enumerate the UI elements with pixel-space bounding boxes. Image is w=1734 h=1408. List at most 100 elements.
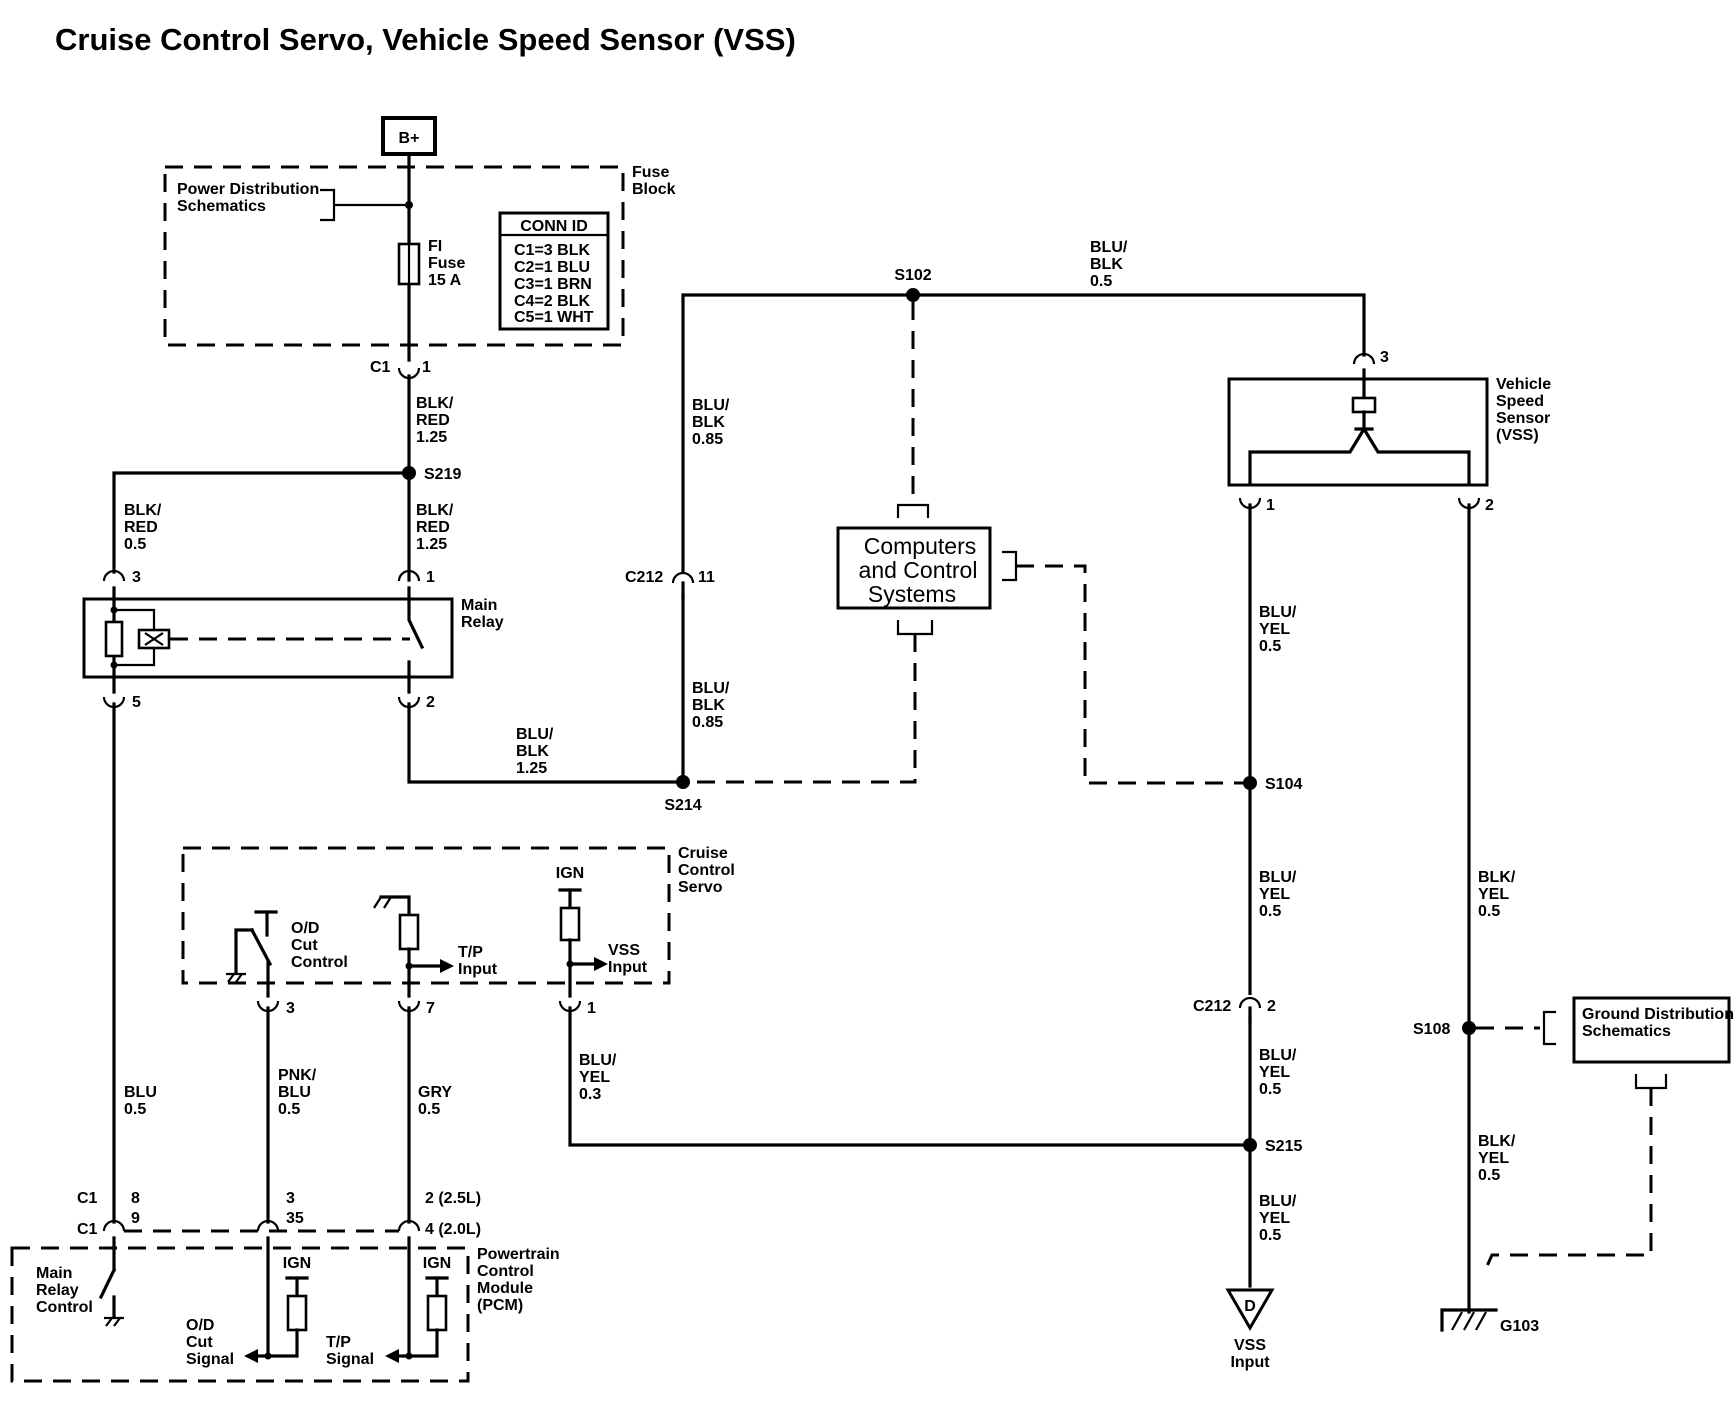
ign-servo-label: IGN — [556, 865, 584, 882]
ground-distribution-schematics — [1572, 996, 1731, 1064]
dashed-computers-s214 — [690, 634, 917, 784]
wire-label: BLU/ — [1259, 1193, 1297, 1210]
tp-signal-label: T/P — [326, 1334, 351, 1351]
main-relay-control-label: Main — [36, 1265, 72, 1282]
computers-label: and Control — [859, 557, 978, 583]
vss-input-arrow — [1225, 1288, 1275, 1331]
pcm-label: Module — [477, 1280, 533, 1297]
dashed-computers-s104 — [1016, 564, 1250, 785]
pcm-c1-label: C1 — [77, 1190, 98, 1207]
wire-label: 0.3 — [579, 1086, 601, 1103]
wire-label: 1.25 — [416, 429, 447, 446]
wire-label: BLK/ — [416, 502, 454, 519]
wire-label: GRY — [418, 1084, 452, 1101]
vss-input-label: VSS — [1234, 1337, 1266, 1354]
pin-label: 3 — [1380, 349, 1389, 366]
wire-relay2-s214 — [407, 702, 685, 784]
connector-c212-2 — [1238, 996, 1262, 1009]
wire-label: 1.25 — [516, 760, 547, 777]
conn-id-header: CONN ID — [520, 218, 588, 235]
od-cut-signal-label: Signal — [186, 1351, 234, 1368]
wire-label: BLU/ — [692, 680, 730, 697]
pds-label-1: Power Distribution — [177, 181, 319, 198]
wire-label: BLK — [1090, 256, 1123, 273]
pin-label: 35 — [286, 1210, 304, 1227]
vss-input-servo-label: VSS — [608, 942, 640, 959]
od-signal-resistor — [286, 1294, 308, 1332]
conn-id-row: C2=1 BLU — [514, 259, 590, 276]
tp-signal-label: Signal — [326, 1351, 374, 1368]
pin-label: 9 — [131, 1210, 140, 1227]
wire-s214-s102-vss3 — [681, 293, 1366, 784]
pcm-c1-label: C1 — [77, 1221, 98, 1238]
wire-label: 0.85 — [692, 714, 723, 731]
wire-label: RED — [416, 519, 450, 536]
diagram-title: Cruise Control Servo, Vehicle Speed Sens… — [55, 22, 796, 57]
wire-label: BLU/ — [579, 1052, 617, 1069]
wire-label: BLU/ — [1259, 869, 1297, 886]
main-relay-control-label: Relay — [36, 1282, 79, 1299]
ign-pcm-label: IGN — [283, 1255, 311, 1272]
wire-label: BLK/ — [1478, 1133, 1516, 1150]
relay-switch — [407, 586, 425, 650]
wire-label: BLK/ — [124, 502, 162, 519]
pin-label: 3 — [286, 1190, 295, 1207]
servo-label: Cruise — [678, 845, 728, 862]
ground-g103-icon — [1440, 1308, 1498, 1332]
connector-vss-pin3 — [1352, 352, 1376, 365]
pcm-outline — [10, 1246, 470, 1383]
wire-label: BLU — [124, 1084, 157, 1101]
pin-label: 2 — [1485, 497, 1494, 514]
vehicle-speed-sensor — [1227, 377, 1489, 487]
wire-label: 0.5 — [1259, 903, 1281, 920]
pcm-label: (PCM) — [477, 1297, 523, 1314]
vss-input-label: Input — [1230, 1354, 1270, 1371]
splice-s108 — [1462, 1021, 1476, 1035]
wire-label: BLK — [692, 414, 725, 431]
pin-label: 4 (2.0L) — [425, 1221, 481, 1238]
splice-s214 — [676, 775, 690, 789]
wire-s219-relay3 — [112, 471, 411, 574]
wire-label: YEL — [1259, 1064, 1290, 1081]
computers-label: Systems — [868, 581, 956, 607]
pin-label: 1 — [1266, 497, 1275, 514]
wire-label: BLK — [516, 743, 549, 760]
wire-label: BLU/ — [1259, 604, 1297, 621]
pin-label: 1 — [587, 1000, 596, 1017]
gds-label: Schematics — [1582, 1023, 1671, 1040]
gds-label: Ground Distribution — [1582, 1006, 1734, 1023]
conn-id-row: C4=2 BLK — [514, 293, 590, 310]
vss-input-resistor — [559, 906, 581, 942]
c212-label: C212 — [625, 569, 663, 586]
main-relay-label: Main — [461, 597, 497, 614]
tp-input-resistor — [398, 913, 420, 951]
wire-label: 0.5 — [278, 1101, 300, 1118]
connector-relay-pin1 — [397, 569, 421, 582]
fuse-label-2: Fuse — [428, 255, 465, 272]
vss-label: Speed — [1496, 393, 1544, 410]
s214-label: S214 — [664, 797, 701, 814]
vss-label: Vehicle — [1496, 376, 1551, 393]
dashed-gds-ground — [1481, 1088, 1653, 1276]
pin-label: 2 — [1267, 998, 1276, 1015]
conn-id-table: CONN ID C1=3 BLK C2=1 BLU C3=1 BRN C4=2 … — [498, 211, 610, 331]
computers-label: Computers — [864, 533, 976, 559]
b-plus-label: B+ — [399, 130, 420, 147]
conn-id-row: C1=3 BLK — [514, 242, 590, 259]
pin-label: 2 — [426, 694, 435, 711]
s219-label: S219 — [424, 466, 461, 483]
vss-label: (VSS) — [1496, 427, 1539, 444]
pin-label: 8 — [131, 1190, 140, 1207]
wire-label: BLK — [692, 697, 725, 714]
c1-top-label: C1 — [370, 359, 391, 376]
wire-label: YEL — [1259, 886, 1290, 903]
pds-label-2: Schematics — [177, 198, 266, 215]
pin-label: 5 — [132, 694, 141, 711]
conn-id-row: C3=1 BRN — [514, 276, 592, 293]
vss-label: Sensor — [1496, 410, 1550, 427]
vss-input-servo-label: Input — [608, 959, 648, 976]
wire-label: 0.5 — [124, 1101, 146, 1118]
pin-label: 1 — [426, 569, 435, 586]
pin-label: 3 — [286, 1000, 295, 1017]
pin-label: 3 — [132, 569, 141, 586]
